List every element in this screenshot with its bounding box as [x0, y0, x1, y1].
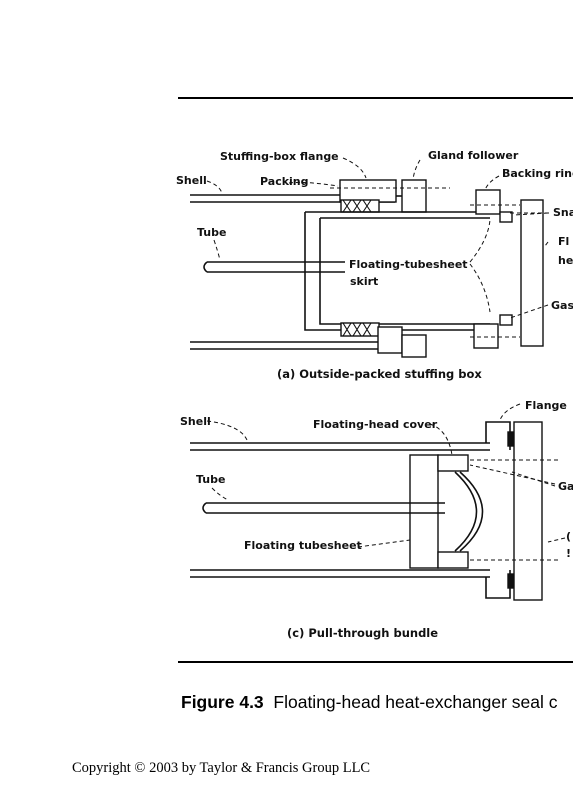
figure-c-leader-lines: [206, 403, 566, 548]
figure-a-leader-lines: [206, 157, 549, 319]
gasket-label-a: Gasl: [551, 299, 573, 312]
figure-c-labels: Flange Shell Floating-head cover Ga Tube…: [180, 399, 573, 560]
floating-tubesheet-skirt-label-1: Floating-tubesheet: [349, 258, 468, 271]
figure-a-labels: Shell Stuffing-box flange Gland follower…: [176, 149, 573, 312]
floating-tubesheet-label: Floating tubesheet: [244, 539, 362, 552]
figure-a-packing-bottom: [340, 322, 427, 358]
packing-label: Packing: [260, 175, 309, 188]
snap-ring-label: Sna: [553, 206, 573, 219]
floating-head-label-2: he: [558, 254, 573, 267]
figure-c-tube: [202, 502, 445, 514]
tube-label-a: Tube: [197, 226, 226, 239]
figure-a-backing-rings: [470, 189, 520, 349]
floating-head-label-1: Fl: [558, 235, 569, 248]
figure-a-tube: [203, 261, 345, 273]
figure-caption: Figure 4.3 Floating-head heat-exchanger …: [181, 692, 557, 713]
bottom-rule: [178, 661, 573, 663]
floating-head-cover-label: Floating-head cover: [313, 418, 438, 431]
figure-a-packing-top: [340, 199, 380, 213]
top-rule: [178, 97, 573, 99]
figure-c-pull-through-bundle: Flange Shell Floating-head cover Ga Tube…: [180, 399, 573, 640]
figure-a-stuffing-box-top: [330, 179, 450, 213]
figure-a-floating-head: [520, 199, 544, 347]
figure-c-channel-cover: [513, 421, 543, 601]
figure-a-caption: (a) Outside-packed stuffing box: [277, 367, 482, 381]
shell-label-c: Shell: [180, 415, 211, 428]
figure-a-outside-packed-stuffing-box: Shell Stuffing-box flange Gland follower…: [176, 149, 573, 381]
cut-label-1: (: [566, 530, 571, 543]
figure-number: Figure 4.3: [181, 692, 264, 712]
figure-c-shell-walls: [190, 442, 490, 578]
copyright-notice: Copyright © 2003 by Taylor & Francis Gro…: [72, 760, 371, 776]
backing-ring-label: Backing ring: [502, 167, 573, 180]
figure-c-shell-flange: [485, 421, 515, 599]
tube-label-c: Tube: [196, 473, 225, 486]
flange-label: Flange: [525, 399, 567, 412]
figure-c-caption: (c) Pull-through bundle: [287, 626, 438, 640]
figure-c-floating-tubesheet: [409, 454, 439, 569]
cut-label-2: !: [566, 547, 571, 560]
stuffing-box-flange-label: Stuffing-box flange: [220, 150, 339, 163]
figure-a-floating-tubesheet-skirt: [304, 211, 495, 331]
figure-caption-text: Floating-head heat-exchanger seal c: [273, 692, 558, 712]
shell-label-a: Shell: [176, 174, 207, 187]
figure-c-floating-head-cover: [437, 454, 484, 569]
gasket-label-c: Ga: [558, 480, 573, 493]
gland-follower-label: Gland follower: [428, 149, 519, 162]
floating-tubesheet-skirt-label-2: skirt: [350, 275, 378, 288]
